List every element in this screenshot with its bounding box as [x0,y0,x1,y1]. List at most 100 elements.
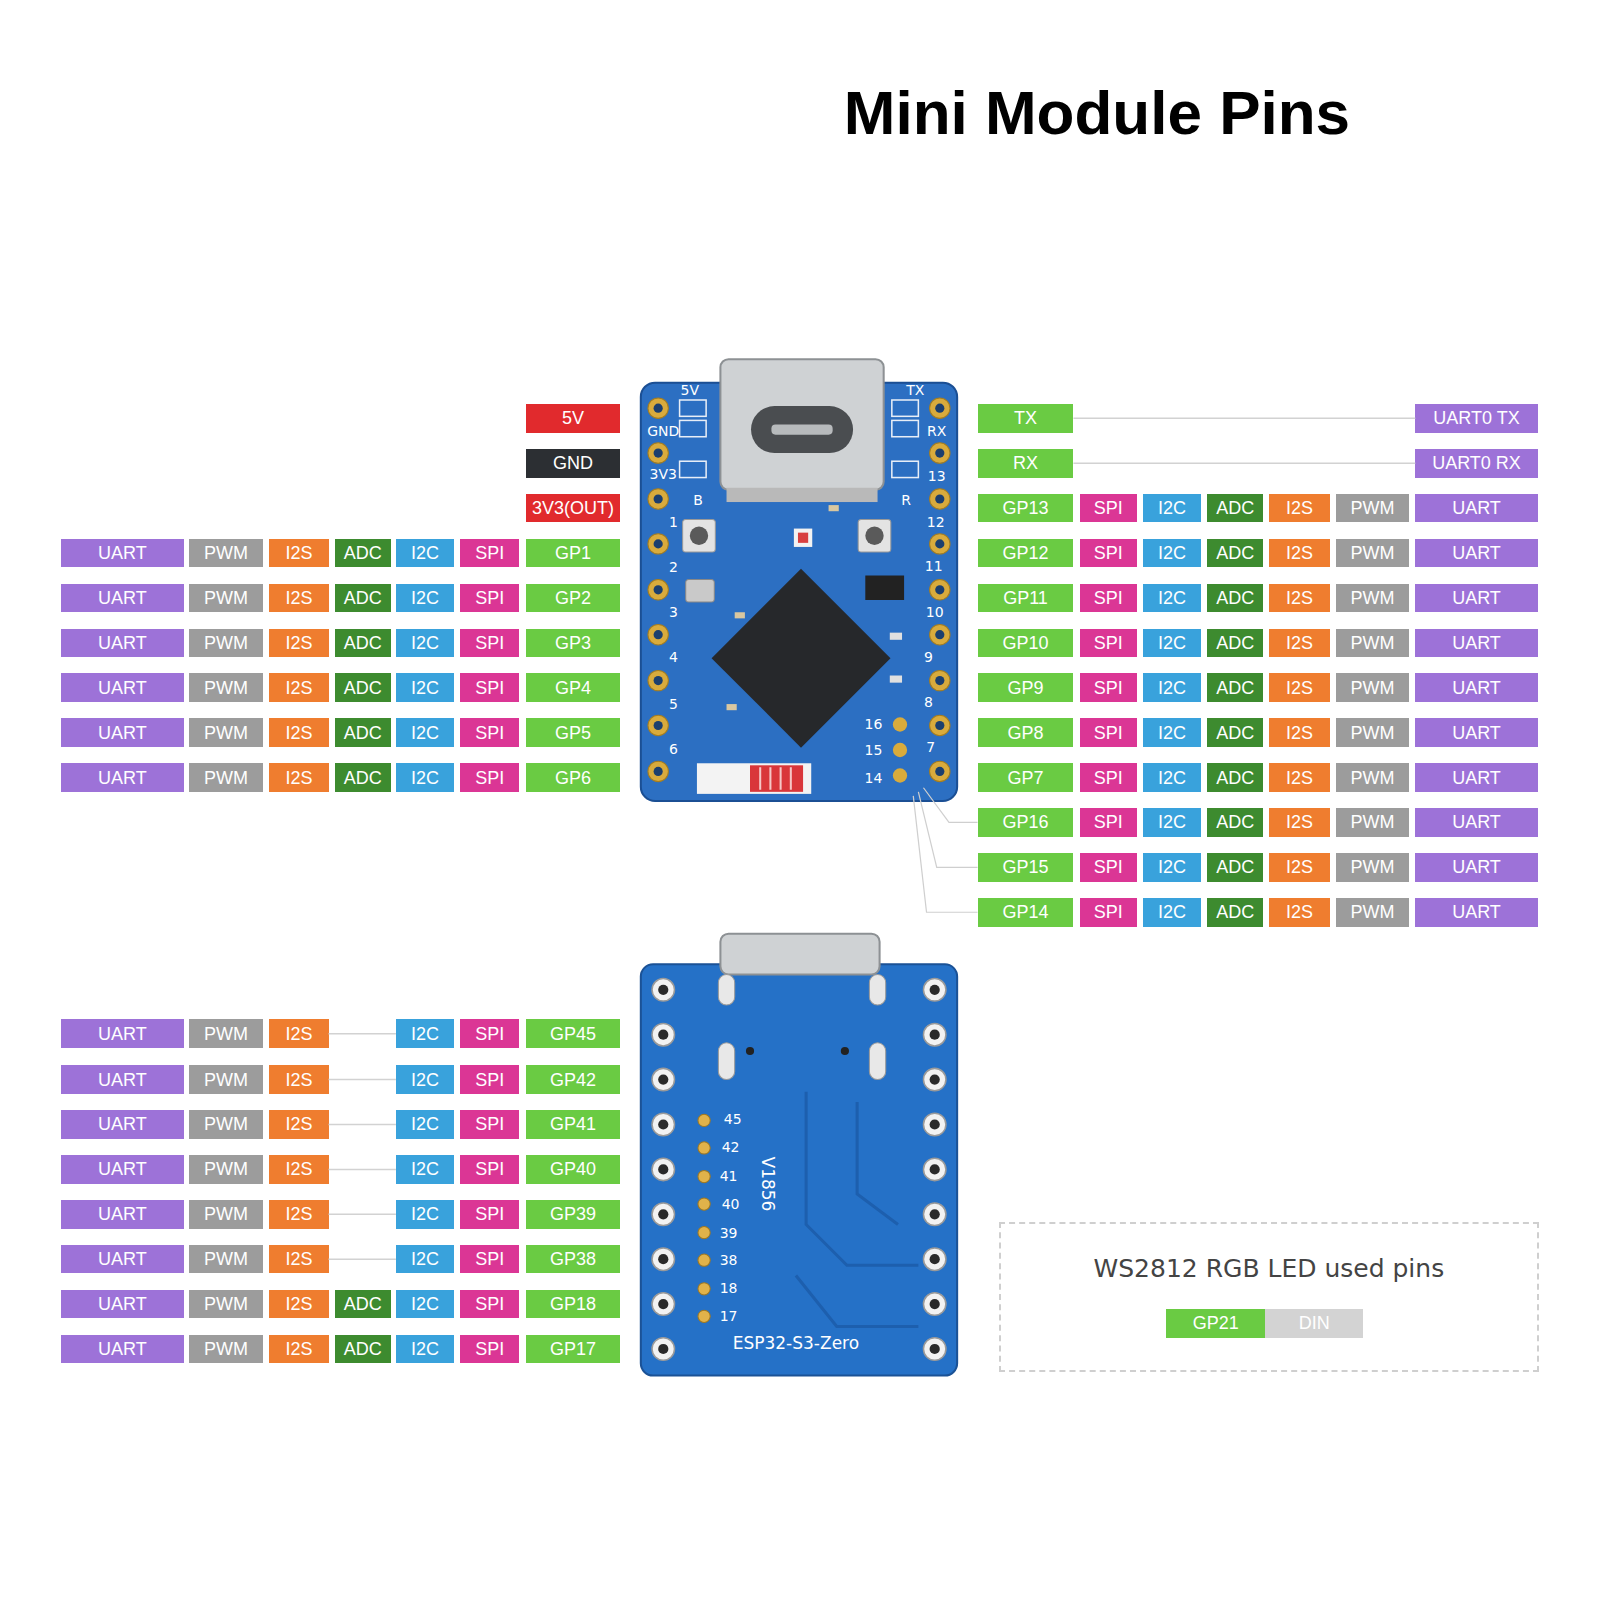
i2c-tag: I2C [396,1065,454,1094]
pin-label: SPI [1094,813,1123,831]
castellated-pad [923,1023,945,1045]
pin-label: SPI [475,1205,504,1223]
boot-button [683,519,716,552]
gpio-tag: GP10 [978,629,1074,658]
regulator [865,576,904,600]
silkscreen-box [680,461,707,477]
pin-label: UART [98,1295,147,1313]
inner-pad [698,1114,710,1126]
uart-tag: UART [1415,808,1537,837]
pin-label: I2S [285,1295,312,1313]
leader-line [329,1079,396,1081]
spi-tag: SPI [460,718,519,747]
pin-label: GND [553,454,593,472]
i2s-tag: I2S [1269,763,1329,792]
i2s-tag: I2S [269,763,328,792]
pwm-tag: PWM [189,718,263,747]
spi-tag: SPI [460,673,519,702]
castellated-pad [652,1158,674,1180]
pin-label: PWM [204,1205,248,1223]
inner-pad [893,743,907,757]
pin-label: PWM [1350,769,1394,787]
pin-label: PWM [204,544,248,562]
silkscreen-label: 18 [720,1281,738,1295]
gpio-tag: GP3 [526,629,621,658]
pin-label: GP18 [550,1295,596,1313]
pin-label: SPI [475,1115,504,1133]
pin-label: PWM [1350,544,1394,562]
board-back [641,964,957,1375]
i2s-tag: I2S [269,1019,328,1048]
leader-line [1073,463,1415,465]
spi-tag: SPI [1080,539,1137,568]
uart-tag: UART [1415,673,1537,702]
pin-label: UART0 RX [1432,454,1521,472]
pwm-tag: PWM [1336,853,1409,882]
pin-label: PWM [204,589,248,607]
adc-tag: ADC [1207,629,1263,658]
pin-label: I2S [285,1025,312,1043]
pin-label: I2C [1158,589,1186,607]
leader-line [329,1033,396,1035]
pin-label: I2S [1286,589,1313,607]
rgb-led-die [798,533,808,543]
esp32-s3-chip [712,569,891,748]
uart-tag: UART [61,1110,183,1139]
pin-label: I2C [411,1295,439,1313]
pin-label: UART [98,1071,147,1089]
pin-label: ADC [344,1340,382,1358]
pin-label: SPI [1094,589,1123,607]
pin-label: I2S [1286,858,1313,876]
pin-label: PWM [204,1071,248,1089]
gpio-tag: GP18 [526,1290,621,1319]
pin-label: I2S [1286,903,1313,921]
via-hole [841,1047,849,1055]
silkscreen-label: B [693,493,703,507]
castellated-pad [648,761,668,781]
pin-label: TX [1014,409,1037,427]
silkscreen-label: 40 [722,1197,740,1211]
i2s-tag: I2S [1269,808,1329,837]
usb-c-connector [720,934,879,975]
spi-tag: SPI [460,1245,519,1274]
pin-label: ADC [1216,634,1254,652]
pin-label: UART [1452,589,1501,607]
pin-label: PWM [204,1115,248,1133]
adc-tag: ADC [335,1335,391,1364]
silkscreen-label: TX [906,383,924,397]
pin-label: SPI [475,724,504,742]
i2s-tag: I2S [269,1200,328,1229]
leader-line [913,796,977,912]
uart-tag: UART0 TX [1415,404,1537,433]
pin-label: I2C [411,1340,439,1358]
adc-tag: ADC [335,718,391,747]
pin-label: UART [98,769,147,787]
pin-label: UART [1452,858,1501,876]
pin-label: UART [1452,903,1501,921]
adc-tag: ADC [1207,539,1263,568]
i2c-tag: I2C [396,584,454,613]
usb-c-tongue [771,424,832,434]
pin-label: GP1 [555,544,591,562]
castellated-pad [930,670,950,690]
pin-label: PWM [204,1250,248,1268]
crystal [686,580,715,602]
pin-label: GP3 [555,634,591,652]
pin-label: PWM [1350,813,1394,831]
pin-label: UART [1452,679,1501,697]
pin-label: PWM [204,1025,248,1043]
inner-pad [698,1227,710,1239]
board-top [641,383,957,801]
pin-label: UART [98,634,147,652]
gpio-tag: GP6 [526,763,621,792]
pwm-tag: PWM [189,629,263,658]
board-name: ESP32-S3-Zero [733,1334,859,1351]
castellated-pad [648,715,668,735]
silkscreen-label: 3V3 [650,467,677,481]
gpio-tag: GP8 [978,718,1074,747]
pwm-tag: PWM [1336,629,1409,658]
pin-label: GP40 [550,1160,596,1178]
pin-label: I2S [285,1340,312,1358]
spi-tag: SPI [1080,584,1137,613]
pin-label: UART [98,589,147,607]
